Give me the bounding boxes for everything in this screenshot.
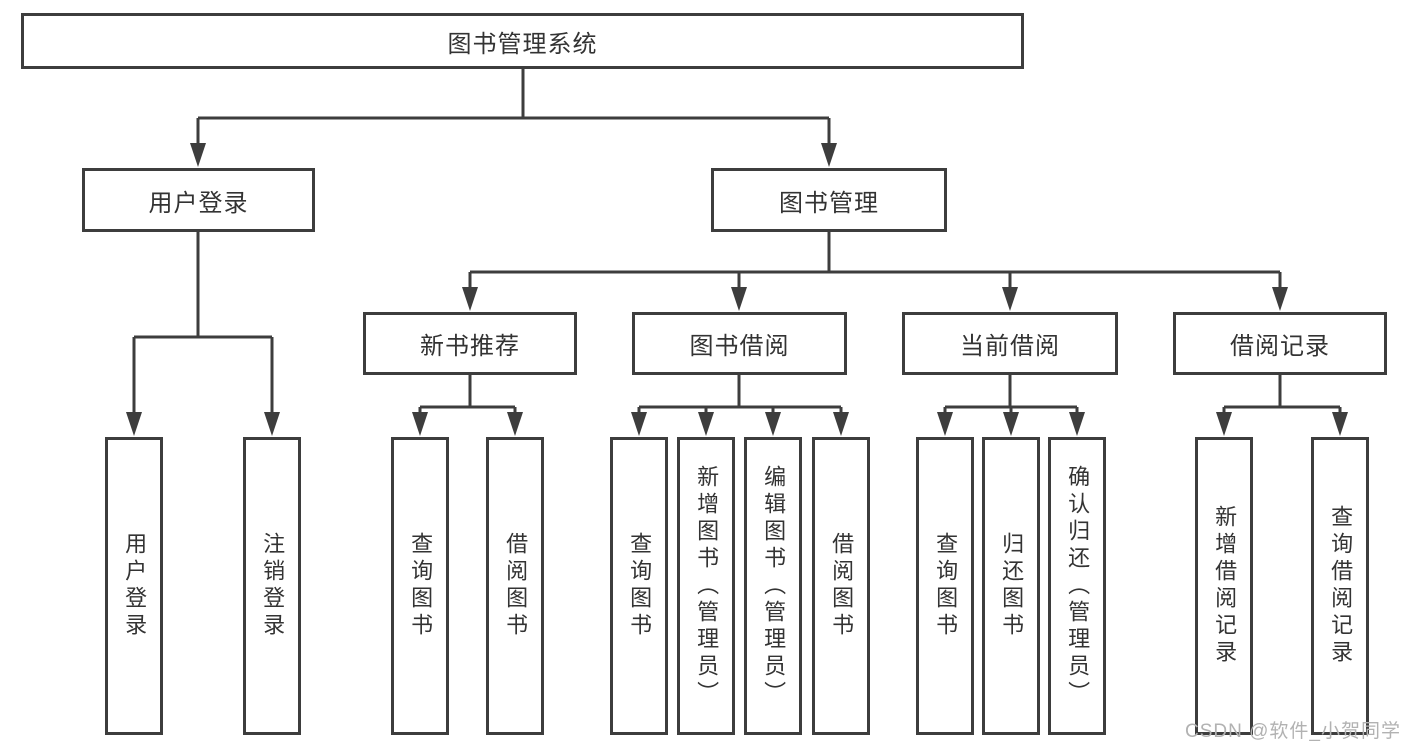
node-leaf-logout: 注销登录 [243, 437, 301, 735]
leaf-label: 借阅图书 [829, 532, 855, 640]
connector-root [190, 69, 837, 167]
node-leaf-cb-query-books: 查询图书 [916, 437, 974, 735]
node-borrowing-records: 借阅记录 [1173, 312, 1387, 375]
leaf-label: 用户登录 [122, 532, 148, 640]
leaf-label: 注销登录 [260, 532, 286, 640]
node-leaf-br-add-record: 新增借阅记录 [1195, 437, 1253, 735]
node-leaf-nb-borrow-books: 借阅图书 [486, 437, 544, 735]
leaf-label: 查询图书 [627, 532, 653, 640]
node-leaf-cb-return-books: 归还图书 [982, 437, 1040, 735]
node-leaf-bb-query-books: 查询图书 [610, 437, 668, 735]
leaf-label: 查询借阅记录 [1328, 505, 1354, 667]
leaf-label: 确认归还（管理员） [1065, 464, 1091, 708]
node-book-borrowing: 图书借阅 [632, 312, 847, 375]
node-leaf-cb-confirm-return-admin: 确认归还（管理员） [1048, 437, 1106, 735]
connector-book-management [462, 232, 1288, 311]
connector-current-borrowing [937, 375, 1085, 436]
node-root-system: 图书管理系统 [21, 13, 1024, 69]
leaf-label: 查询图书 [408, 532, 434, 640]
node-current-borrowing: 当前借阅 [902, 312, 1118, 375]
node-leaf-bb-add-books-admin: 新增图书（管理员） [677, 437, 735, 735]
node-book-management-branch: 图书管理 [711, 168, 947, 232]
node-leaf-bb-borrow-books: 借阅图书 [812, 437, 870, 735]
node-leaf-nb-query-books: 查询图书 [391, 437, 449, 735]
csdn-watermark: CSDN @软件_小贺同学 [1185, 721, 1401, 742]
leaf-label: 归还图书 [999, 532, 1025, 640]
leaf-label: 新增图书（管理员） [694, 464, 720, 708]
node-user-login-branch: 用户登录 [82, 168, 315, 232]
connector-borrowing-records [1216, 375, 1348, 436]
leaf-label: 新增借阅记录 [1212, 505, 1238, 667]
node-leaf-br-query-record: 查询借阅记录 [1311, 437, 1369, 735]
connector-user-login [126, 232, 280, 436]
connector-new-book-recommend [412, 375, 523, 436]
leaf-label: 查询图书 [933, 532, 959, 640]
node-leaf-bb-edit-books-admin: 编辑图书（管理员） [744, 437, 802, 735]
leaf-label: 编辑图书（管理员） [761, 464, 787, 708]
node-new-book-recommend: 新书推荐 [363, 312, 577, 375]
connector-book-borrowing [631, 375, 849, 436]
node-leaf-user-login: 用户登录 [105, 437, 163, 735]
leaf-label: 借阅图书 [503, 532, 529, 640]
